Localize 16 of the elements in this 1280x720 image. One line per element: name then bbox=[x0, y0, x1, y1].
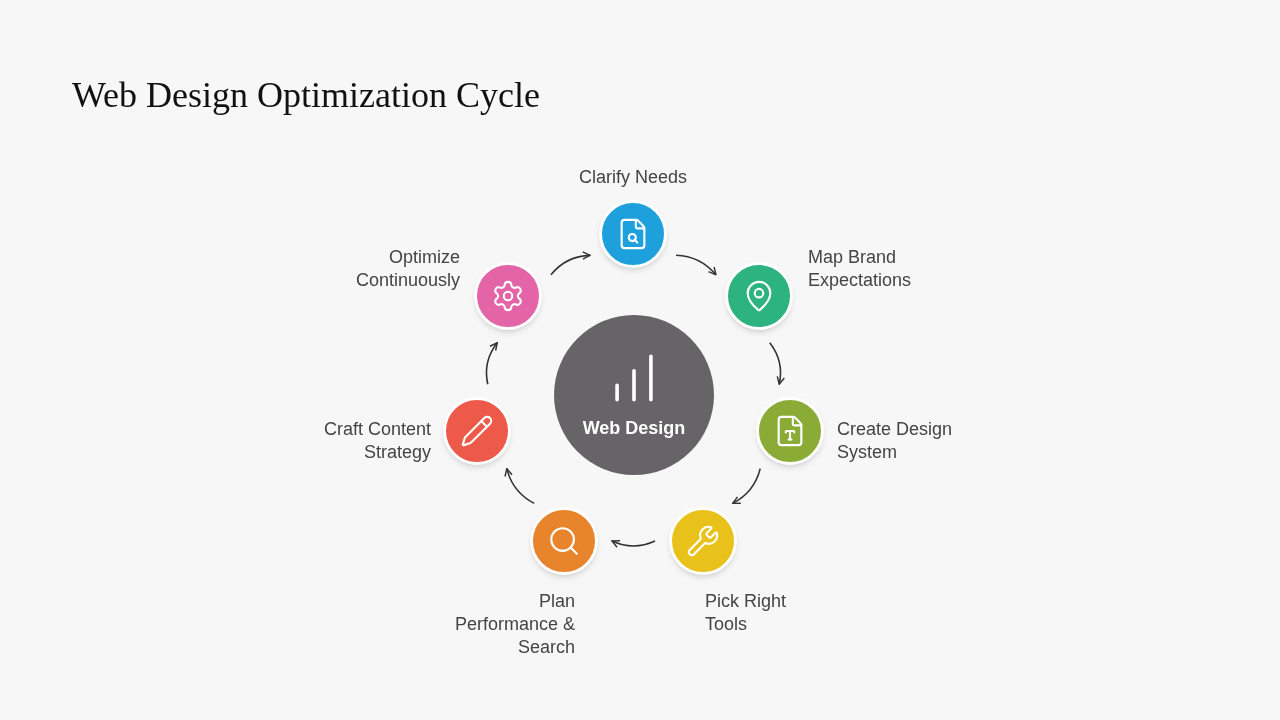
cycle-arrow bbox=[732, 467, 761, 505]
step-label: Plan Performance & Search bbox=[453, 590, 575, 659]
cycle-arrow bbox=[768, 341, 785, 386]
cycle-arrow bbox=[504, 467, 535, 505]
step-label: Map Brand Expectations bbox=[808, 246, 913, 292]
cycle-arrow bbox=[611, 539, 656, 548]
cycle-arrow bbox=[485, 341, 499, 386]
title: Web Design Optimization Cycle bbox=[72, 74, 540, 117]
cycle-arrow bbox=[675, 254, 717, 276]
step-label: Pick Right Tools bbox=[705, 590, 788, 636]
step-label: Craft Content Strategy bbox=[322, 418, 431, 464]
cycle-arrow bbox=[550, 251, 591, 276]
step-label: Clarify Needs bbox=[577, 166, 688, 189]
step-label: Optimize Continuously bbox=[354, 246, 460, 292]
step-label: Create Design System bbox=[837, 418, 954, 464]
center-label: Web Design bbox=[582, 416, 686, 440]
